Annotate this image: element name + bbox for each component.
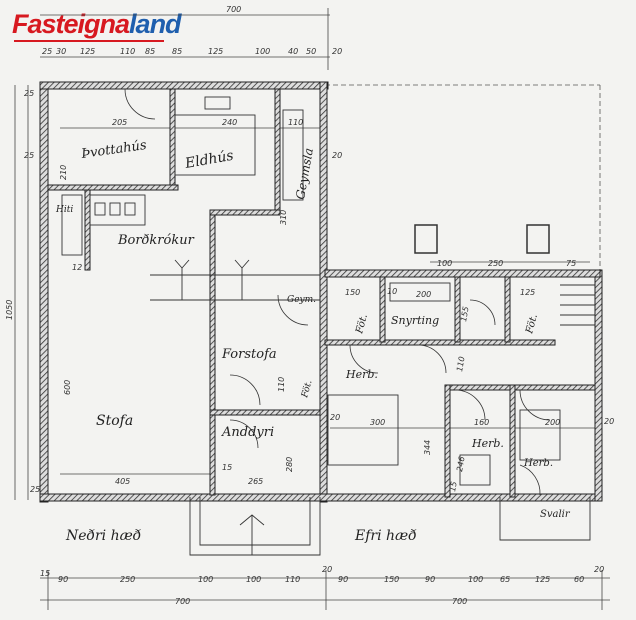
- dim-interior: 405: [115, 477, 130, 486]
- dim-top-total: 700: [226, 5, 241, 14]
- room-label-balcony: Svalir: [540, 509, 571, 520]
- dim-left: 210: [59, 165, 68, 180]
- dim-bottom-total: 700: [452, 597, 467, 606]
- dim-interior: 265: [248, 477, 263, 486]
- dim-interior: 200: [416, 290, 431, 299]
- dim-bottom: 65: [500, 575, 510, 584]
- dim-top: 100: [255, 47, 270, 56]
- dim-top: 50: [306, 47, 316, 56]
- dim-bottom: 150: [384, 575, 399, 584]
- dim-left: 25: [30, 485, 40, 494]
- dim-bottom: 100: [246, 575, 261, 584]
- dim-left: 12: [72, 263, 82, 272]
- dim-top: 125: [208, 47, 223, 56]
- dim-bottom: 100: [468, 575, 483, 584]
- dim-interior: 20: [330, 413, 340, 422]
- dim-top: 25: [42, 47, 52, 56]
- dim-interior: 110: [288, 118, 303, 127]
- dim-interior: 310: [279, 210, 288, 225]
- dim-bottom: 60: [574, 575, 584, 584]
- room-label-storage: Geymsla: [293, 147, 316, 201]
- room-label-dining-nook: Borðkrókur: [117, 233, 195, 248]
- floor-label-upper: Efri hæð: [354, 528, 417, 544]
- room-label-kitchen: Eldhús: [183, 148, 235, 172]
- dim-interior: 250: [488, 259, 503, 268]
- dim-left: 25: [24, 89, 34, 98]
- room-label-closet-1: Föt.: [300, 379, 315, 400]
- room-label-closet-3: Föt.: [524, 313, 540, 336]
- logo-underline: [14, 40, 164, 42]
- room-label-bedroom-2: Herb.: [471, 437, 504, 450]
- dim-interior: 160: [474, 418, 489, 427]
- dim-bottom: 90: [425, 575, 435, 584]
- dimension-texts: 700 25 30 125 110 85 85 125 100 40 50 20…: [5, 5, 614, 606]
- dim-bottom: 250: [120, 575, 135, 584]
- dim-interior: 20: [604, 417, 614, 426]
- dim-interior: 100: [437, 259, 452, 268]
- door-swings: [124, 88, 551, 496]
- dim-interior: 110: [455, 356, 467, 373]
- dim-bottom: 15: [40, 569, 50, 578]
- dim-interior: 200: [545, 418, 560, 427]
- dim-top: 85: [172, 47, 182, 56]
- dim-interior: 300: [370, 418, 385, 427]
- floor-label-lower: Neðri hæð: [65, 528, 142, 544]
- fixtures: [61, 96, 595, 556]
- room-label-bedroom-1: Herb.: [345, 368, 378, 381]
- dim-interior: 240: [222, 118, 237, 127]
- dim-left-total: 1050: [5, 300, 14, 320]
- dim-interior: 110: [277, 377, 286, 392]
- dim-bottom: 20: [322, 565, 332, 574]
- dim-top: 20: [332, 47, 342, 56]
- dim-interior: 280: [285, 457, 294, 472]
- room-label-closet-2: Föt.: [354, 313, 370, 336]
- room-label-laundry: Þvottahús: [79, 138, 147, 162]
- dim-interior: 246: [455, 456, 467, 473]
- dim-left: 25: [24, 151, 34, 160]
- dim-interior: 344: [423, 440, 432, 455]
- upper-outline: [325, 84, 601, 270]
- dim-interior: 155: [459, 306, 471, 323]
- dim-bottom-total: 700: [175, 597, 190, 606]
- dim-bottom: 125: [535, 575, 550, 584]
- dim-interior: 205: [112, 118, 127, 127]
- room-label-living: Stofa: [96, 413, 133, 429]
- dim-interior: 150: [345, 288, 360, 297]
- room-label-hall: Forstofa: [221, 347, 277, 362]
- dim-bottom: 90: [338, 575, 348, 584]
- dim-top: 40: [288, 47, 298, 56]
- dim-bottom: 20: [594, 565, 604, 574]
- dim-interior: 125: [520, 288, 535, 297]
- room-label-entry: Anddyri: [221, 425, 274, 440]
- room-label-bedroom-3: Herb.: [523, 458, 553, 469]
- room-label-heating: Hiti: [55, 205, 73, 215]
- room-label-storage-small: Geym.: [287, 295, 316, 305]
- dim-bottom: 110: [285, 575, 300, 584]
- dimension-lines: [14, 8, 610, 610]
- dim-interior: 20: [332, 151, 342, 160]
- dim-top: 30: [56, 47, 66, 56]
- dim-top: 110: [120, 47, 135, 56]
- room-label-wc: Snyrting: [391, 314, 439, 327]
- dim-top: 85: [145, 47, 155, 56]
- dim-interior: 15: [448, 481, 459, 493]
- dim-interior: 10: [387, 287, 397, 296]
- dim-interior: 75: [566, 259, 576, 268]
- dim-bottom: 90: [58, 575, 68, 584]
- dim-left: 600: [63, 380, 72, 395]
- dim-interior: 15: [222, 463, 232, 472]
- dim-top: 125: [80, 47, 95, 56]
- dim-bottom: 100: [198, 575, 213, 584]
